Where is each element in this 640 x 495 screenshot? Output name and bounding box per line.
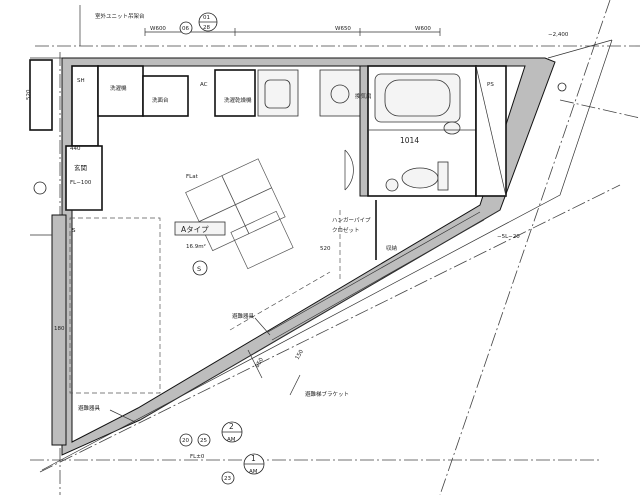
room-bubble: [192, 260, 208, 276]
section-2-num: 1: [251, 454, 256, 463]
top-note-label: 室外ユニット吊架台: [95, 12, 145, 20]
dim-top-2-label: W650: [335, 26, 351, 32]
toilet-tank: [437, 161, 449, 191]
stove-burner: [330, 84, 350, 104]
handrail-2-label: 避難器具: [78, 404, 101, 412]
washstand-label: 洗面台: [152, 96, 169, 104]
entrance-code-label: FL−100: [70, 180, 92, 186]
ps-cross-1: [475, 65, 507, 197]
dim-top-3-label: W600: [415, 26, 431, 32]
bath-drain: [385, 178, 399, 192]
tag-bubble-left: [33, 181, 47, 195]
storage-label: 収納: [386, 244, 398, 252]
entrance-label: 玄関: [74, 163, 87, 172]
tag-01-label: 01: [203, 15, 210, 21]
left-dim-top-label: 520: [26, 89, 32, 100]
hanger-label: ハンガーパイプ: [332, 216, 371, 224]
bracket-label: 避難梯ブラケット: [305, 390, 349, 398]
laundry-box: [97, 65, 144, 117]
tag-bubble-bl-3: [221, 471, 235, 485]
flat-label: FLat: [186, 174, 199, 180]
room-name-box: [174, 221, 226, 236]
tag-bubble-top-1: [179, 21, 193, 35]
room-bubble-label: S: [197, 265, 201, 273]
toilet: [401, 167, 439, 189]
railing-top: [547, 39, 613, 59]
leader-handrail-2: [109, 409, 136, 423]
tag-fl-label: FL±0: [190, 454, 205, 460]
column-marker: [557, 82, 567, 92]
grid-line-diagonal-right: [439, 0, 611, 495]
s-mark-label: S: [72, 228, 76, 234]
window-sash-2: [271, 219, 485, 341]
dim-diag-2-label: 150: [295, 348, 306, 361]
washstand-box: [142, 75, 189, 117]
ps-label: PS: [487, 82, 494, 88]
ac-label: AC: [200, 82, 208, 88]
dim-left-label: 180: [54, 326, 65, 332]
tag-bubble-bl-1: [179, 433, 193, 447]
dryer-label: 洗濯乾燥機: [224, 96, 252, 104]
tag-23-label: 23: [224, 476, 231, 482]
closet-door-swing: [344, 149, 354, 191]
dim-top-1-label: W600: [150, 26, 166, 32]
grid-line-diagonal-lower: [39, 184, 621, 473]
tag-20-label: 20: [182, 438, 189, 444]
dryer-box: [214, 69, 256, 117]
left-unit-wall: [29, 59, 53, 131]
dim-right-2-label: −5L−20: [497, 234, 520, 240]
leader-handrail-1: [254, 317, 271, 336]
left-party-wall: [51, 214, 67, 446]
entrance-box: [65, 145, 103, 211]
leader-bracket: [289, 374, 301, 396]
tag-28-label: 28: [203, 25, 210, 31]
sh-box: [71, 65, 99, 147]
laundry-label: 洗濯機: [110, 84, 127, 92]
tag-25-label: 25: [200, 438, 207, 444]
room-name-label: Aタイプ: [181, 225, 209, 234]
sink-bowl: [264, 79, 291, 109]
sh-label: SH: [77, 78, 85, 84]
section-1-sheet: AM: [227, 437, 236, 443]
handrail-1-label: 避難器具: [232, 312, 255, 320]
balcony-railing: [41, 39, 613, 471]
entrance-dim-label: 440: [70, 146, 81, 152]
tag-bubble-bl-2: [197, 433, 211, 447]
unit-bath-label: 1014: [400, 136, 419, 145]
range-hood-label: 換気扇: [355, 92, 372, 100]
bathtub-inner: [384, 79, 451, 117]
tag-06-label: 06: [182, 26, 189, 32]
dim-diag-1-label: 850: [255, 356, 266, 369]
furniture-table: [185, 158, 286, 252]
section-1-num: 2: [229, 422, 234, 431]
room-area-label: 16.9m²: [186, 243, 206, 250]
closet-label: クロゼット: [332, 226, 360, 234]
closet-dim-label: 520: [320, 246, 331, 252]
window-swing-dash: [229, 271, 331, 331]
section-2-sheet: AM: [249, 469, 258, 475]
bed-outline: [69, 217, 161, 394]
window-sash-1: [267, 211, 481, 333]
grid-line-right: [559, 99, 640, 119]
dim-right-label: −2,400: [548, 32, 569, 38]
dim-diag-line: [247, 349, 263, 379]
furniture-sofa: [230, 210, 294, 270]
basin: [443, 121, 461, 135]
bath-wall-left: [359, 65, 369, 197]
